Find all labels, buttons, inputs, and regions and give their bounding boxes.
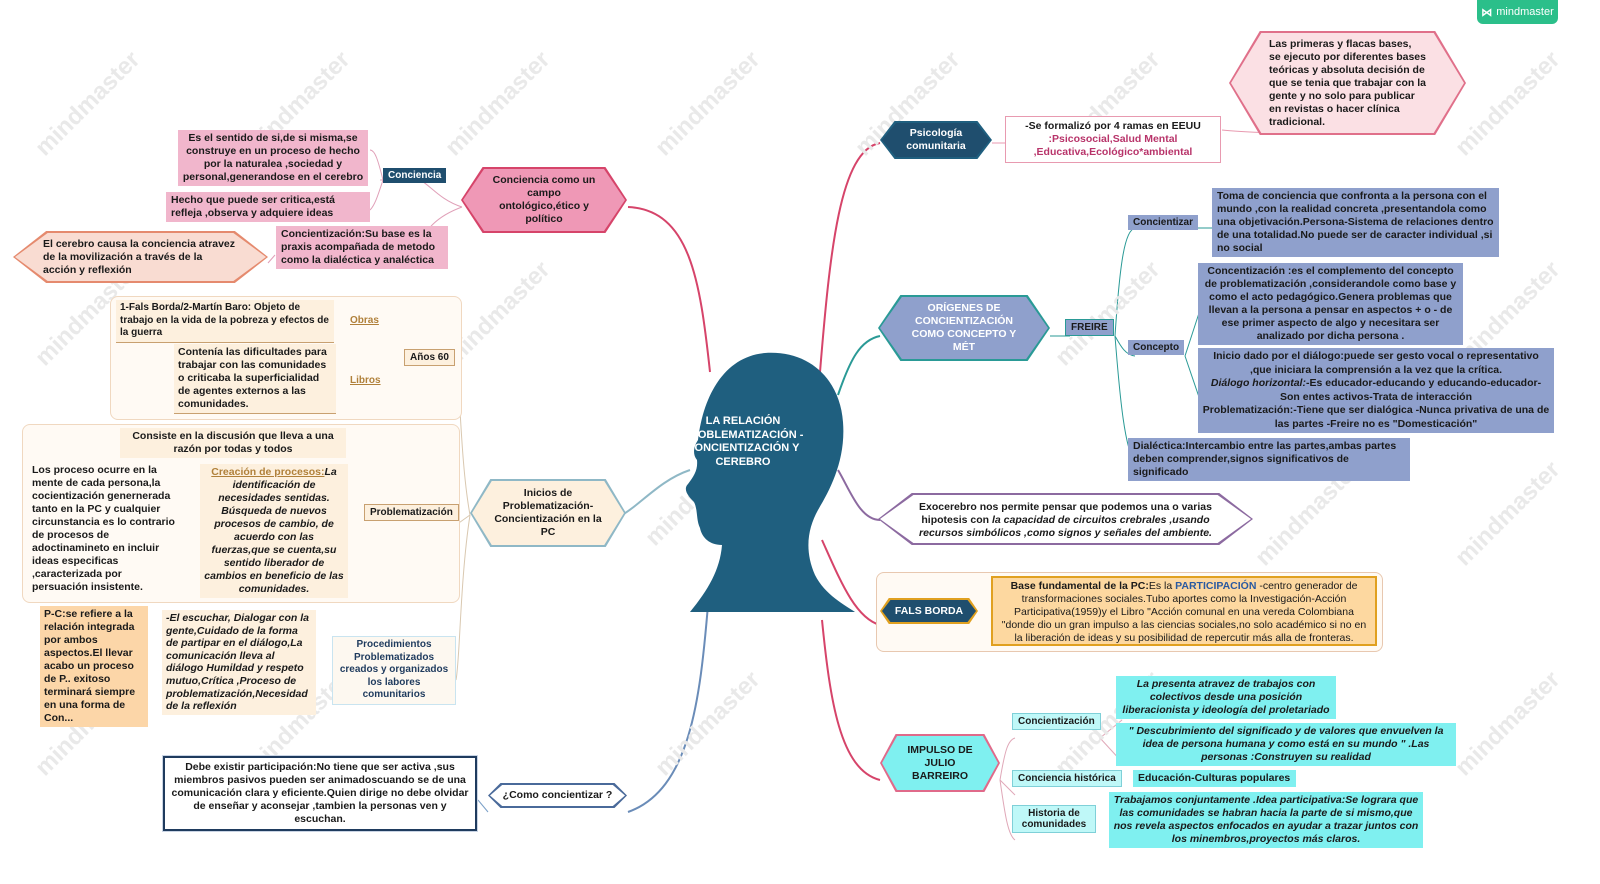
cerebro-note[interactable]: El cerebro causa la conciencia atravez d… xyxy=(15,233,266,281)
dialogo-block[interactable]: Inicio dado por el diálogo:puede ser ges… xyxy=(1198,348,1554,433)
psicologia-ramas[interactable]: -Se formalizó por 4 ramas en EEUU :Psico… xyxy=(1005,116,1221,163)
obras-text[interactable]: 1-Fals Borda/2-Martín Baro: Objeto de tr… xyxy=(116,300,334,343)
discusion-text[interactable]: Consiste en la discusión que lleva a una… xyxy=(120,428,346,458)
head-silhouette-icon xyxy=(685,352,855,612)
historica-label[interactable]: Conciencia histórica xyxy=(1012,770,1122,787)
conciencia-label[interactable]: Conciencia xyxy=(383,168,447,183)
exocerebro-text[interactable]: Exocerebro nos permite pensar que podemo… xyxy=(880,495,1251,543)
fals-borda-topic[interactable]: FALS BORDA xyxy=(882,600,976,622)
libros-text[interactable]: Contenía las dificultades para trabajar … xyxy=(174,344,336,414)
creacion-label: Creación de procesos: xyxy=(211,466,325,478)
historia-label[interactable]: Historia de comunidades xyxy=(1012,805,1096,833)
dialectica-text[interactable]: Dialéctica:Intercambio entre las partes,… xyxy=(1128,438,1410,481)
concientizacion-c1[interactable]: La presenta atravez de trabajos con cole… xyxy=(1116,676,1336,719)
obras-label[interactable]: Obras xyxy=(350,315,379,326)
anos60-label[interactable]: Años 60 xyxy=(404,349,455,366)
como-topic[interactable]: ¿Como concientizar ? xyxy=(490,785,625,806)
escuchar-text[interactable]: -El escuchar, Dialogar con la gente,Cuid… xyxy=(162,610,316,715)
concientizacion-praxis[interactable]: Concientización:Su base es la praxis aco… xyxy=(276,226,448,269)
fals-borda-lead: Base fundamental de la PC: xyxy=(1010,580,1149,592)
concientizacion-c2[interactable]: " Descubrimiento del significado y de va… xyxy=(1116,723,1456,766)
participacion-highlight: PARTICIPACIÓN xyxy=(1175,580,1257,592)
concepto-label[interactable]: Concepto xyxy=(1128,340,1185,355)
bases-text[interactable]: Las primeras y flacas bases, se ejecuto … xyxy=(1231,33,1464,133)
conciencia-critica[interactable]: Hecho que puede ser critica,está refleja… xyxy=(166,192,370,222)
pc-relacion-text[interactable]: P-C:se refiere a la relación integrada p… xyxy=(40,606,148,727)
historia-text[interactable]: Trabajamos conjuntamente .Idea participa… xyxy=(1109,792,1423,848)
fals-borda-text[interactable]: Base fundamental de la PC:Es la PARTICIP… xyxy=(991,576,1377,646)
concientizar-label[interactable]: Concientizar xyxy=(1128,215,1199,230)
psicologia-topic[interactable]: Psicología comunitaria xyxy=(882,123,990,157)
conciencia-campo-topic[interactable]: Conciencia como un campo ontológico,étic… xyxy=(463,169,625,231)
ramas-line1: -Se formalizó por 4 ramas en EEUU xyxy=(1025,120,1201,132)
problematizacion-text-2: -Tiene que ser dialógica -Nunca privativ… xyxy=(1274,404,1550,430)
concientizacion-label-2[interactable]: Concientización xyxy=(1012,713,1101,730)
inicio-line: Inicio dado por el diálogo:puede ser ges… xyxy=(1213,350,1539,376)
origenes-topic[interactable]: ORÍGENES DE CONCIENTIZACIÓN COMO CONCEPT… xyxy=(880,297,1048,359)
freire-label[interactable]: FREIRE xyxy=(1065,319,1114,336)
procedimientos-label[interactable]: Procedimientos Problematizados creados y… xyxy=(332,636,456,705)
dialectica-body: Intercambio entre las partes,ambas parte… xyxy=(1133,440,1397,478)
proceso-text[interactable]: Los proceso ocurre en la mente de cada p… xyxy=(28,462,180,596)
problematizacion-label[interactable]: Problematización xyxy=(364,504,459,521)
fals-borda-mid: Es la xyxy=(1148,580,1176,592)
mindmaster-label: mindmaster xyxy=(1496,6,1554,18)
creacion-body: La identificación de necesidades sentida… xyxy=(204,466,344,595)
problematizacion-label-2: Problematización: xyxy=(1202,404,1294,416)
fals-borda-rest: -centro generador de transformaciones so… xyxy=(1001,580,1367,644)
dialectica-label: Dialéctica: xyxy=(1133,440,1186,452)
dialogo-text: -Es educador-educando y educando-educado… xyxy=(1280,377,1542,403)
impulso-topic[interactable]: IMPULSO DE JULIO BARREIRO xyxy=(882,736,998,790)
central-topic[interactable]: LA RELACIÓN PROBLEMATIZACIÓN - CONCIENTI… xyxy=(682,415,804,468)
ramas-line2: :Psicosocial,Salud Mental ,Educativa,Eco… xyxy=(1033,133,1193,158)
inicios-topic[interactable]: Inicios de Problematización-Concientizac… xyxy=(472,481,624,545)
exocerebro-italic: la capacidad de circuitos crebrales ,usa… xyxy=(919,514,1212,539)
libros-label[interactable]: Libros xyxy=(350,375,381,386)
como-text[interactable]: Debe existir participación:No tiene que … xyxy=(162,755,478,832)
concepto-text[interactable]: Concentización :es el complemento del co… xyxy=(1198,263,1463,345)
concientizar-text[interactable]: Toma de conciencia que confronta a la pe… xyxy=(1212,188,1499,257)
mindmaster-badge[interactable]: ⋈ mindmaster xyxy=(1477,0,1558,24)
mindmaster-logo-icon: ⋈ xyxy=(1481,6,1493,19)
exocerebro-lead: Exocerebro nos permite pensar que podemo… xyxy=(919,501,1212,526)
dialogo-label: Diálogo horizontal: xyxy=(1210,377,1306,389)
conciencia-definition[interactable]: Es el sentido de si,de si misma,se const… xyxy=(178,130,368,186)
historica-text[interactable]: Educación-Culturas populares xyxy=(1133,770,1296,787)
creacion-procesos-text[interactable]: Creación de procesos:La identificación d… xyxy=(200,464,348,598)
